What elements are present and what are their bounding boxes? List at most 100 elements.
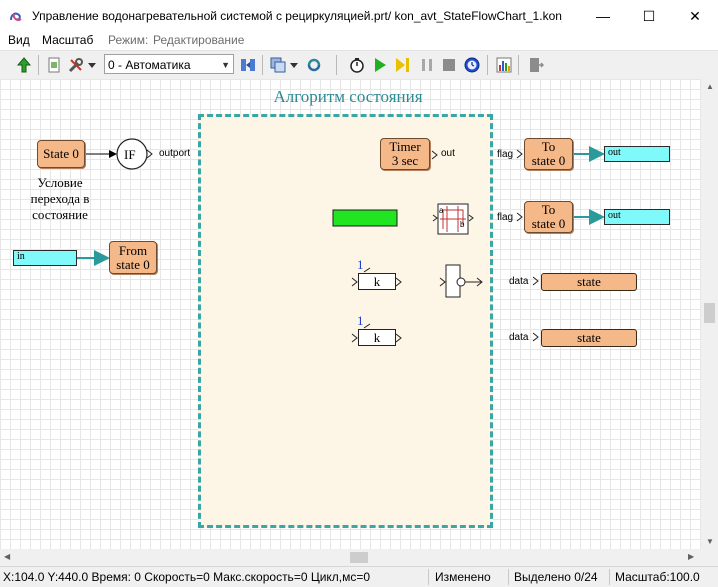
mode-label: Режим: <box>108 33 149 47</box>
maximize-button[interactable]: ☐ <box>642 7 656 24</box>
tools-icon[interactable] <box>66 55 86 75</box>
title-bar: Управление водонагревательной системой с… <box>0 0 718 32</box>
stop-icon[interactable] <box>439 55 459 75</box>
state-display-2[interactable]: state <box>541 329 637 347</box>
timer-port-icon <box>431 150 438 160</box>
chart-block-label-b: b <box>460 220 465 229</box>
to-state-block-2[interactable]: To state 0 <box>524 201 573 233</box>
layout-icon[interactable] <box>238 55 258 75</box>
copy-icon[interactable] <box>268 55 288 75</box>
flag-port-icon <box>516 212 523 222</box>
toolbar: 0 - Автоматика ▼ <box>0 50 718 80</box>
from-state-block[interactable]: From state 0 <box>109 241 157 274</box>
chart-icon[interactable] <box>494 55 514 75</box>
horizontal-scrollbar[interactable]: ◀ ▶ <box>0 549 701 566</box>
if-label: IF <box>124 147 136 162</box>
state0-block[interactable]: State 0 <box>37 140 85 168</box>
window-title: Управление водонагревательной системой с… <box>32 9 562 23</box>
k-block-2[interactable]: k <box>358 329 396 346</box>
chart-block-icon[interactable] <box>432 203 474 235</box>
k-tick-icon <box>363 267 371 273</box>
switch-block-icon[interactable] <box>439 264 483 298</box>
connector-layer <box>77 138 605 343</box>
close-button[interactable]: ✕ <box>689 7 701 24</box>
if-port-label: outport <box>159 148 191 159</box>
step-icon[interactable] <box>393 55 413 75</box>
from-state-line-1: From <box>118 242 148 258</box>
k-port-icon <box>395 277 402 287</box>
sync-icon[interactable] <box>304 55 324 75</box>
condition-caption: Условие перехода в состояние <box>20 175 100 223</box>
data-port-icon <box>532 276 539 286</box>
status-scale: Масштаб:100.0 <box>615 570 700 584</box>
copy-dropdown-icon[interactable] <box>288 55 300 75</box>
toolbar-separator <box>262 55 263 75</box>
menu-scale[interactable]: Масштаб <box>42 33 94 47</box>
pause-icon[interactable] <box>417 55 437 75</box>
scroll-down-icon[interactable]: ▼ <box>706 537 714 546</box>
mode-select[interactable]: 0 - Автоматика ▼ <box>104 54 234 74</box>
if-block[interactable] <box>116 138 148 170</box>
status-selected: Выделено 0/24 <box>514 570 598 584</box>
to-state-1-line-2: state 0 <box>531 153 566 168</box>
green-indicator[interactable] <box>332 209 398 227</box>
to-state-block-1[interactable]: To state 0 <box>524 138 573 170</box>
mode-value: Редактирование <box>153 33 245 47</box>
caption-line-3: состояние <box>32 207 88 222</box>
up-arrow-icon[interactable] <box>14 55 34 75</box>
k-port-icon <box>395 333 402 343</box>
scroll-corner <box>701 549 718 566</box>
flag-port-icon <box>516 149 523 159</box>
stopwatch-icon[interactable] <box>347 55 367 75</box>
menu-view[interactable]: Вид <box>8 33 30 47</box>
k-block-1[interactable]: k <box>358 273 396 290</box>
diagram-canvas[interactable]: Алгоритм состояния <box>0 79 701 549</box>
clock-icon[interactable] <box>462 55 482 75</box>
status-divider <box>428 569 429 585</box>
region-title: Алгоритм состояния <box>273 87 423 106</box>
scroll-left-icon[interactable]: ◀ <box>4 552 11 561</box>
mode-select-value: 0 - Автоматика <box>108 58 191 72</box>
k-tick-icon <box>363 323 371 329</box>
to-state-2-line-1: To <box>541 202 556 217</box>
state-display-1[interactable]: state <box>541 273 637 291</box>
chart-block-label-a: a <box>439 206 444 215</box>
k-index-1: 1 <box>357 257 364 272</box>
menu-bar: Вид Масштаб Режим: Редактирование <box>0 32 718 50</box>
export-icon[interactable] <box>526 55 546 75</box>
status-divider <box>508 569 509 585</box>
scroll-right-icon[interactable]: ▶ <box>688 552 695 561</box>
play-icon[interactable] <box>370 55 390 75</box>
horizontal-scroll-thumb[interactable] <box>350 552 368 563</box>
vertical-scroll-thumb[interactable] <box>704 303 715 323</box>
flag-label-1: flag <box>497 149 514 160</box>
toolbar-separator <box>487 55 488 75</box>
scroll-up-icon[interactable]: ▲ <box>706 82 714 91</box>
flag-label-2: flag <box>497 212 514 223</box>
app-logo-icon <box>10 12 22 22</box>
state-region[interactable] <box>198 114 493 528</box>
minimize-button[interactable]: — <box>596 8 610 24</box>
timer-block[interactable]: Timer 3 sec <box>380 138 430 170</box>
k-port-icon <box>351 333 358 343</box>
in-signal[interactable]: in <box>13 250 77 266</box>
to-state-1-line-1: To <box>541 139 556 154</box>
out-signal-1[interactable]: out <box>604 146 670 162</box>
if-port-icon <box>146 149 153 159</box>
timer-line-2: 3 sec <box>391 153 419 168</box>
chevron-down-icon: ▼ <box>221 60 230 70</box>
caption-line-2: перехода в <box>30 191 90 206</box>
k-port-icon <box>351 277 358 287</box>
caption-line-1: Условие <box>37 175 83 190</box>
from-state-line-2: state 0 <box>116 256 150 272</box>
to-state-2-line-2: state 0 <box>531 216 566 231</box>
status-changed: Изменено <box>435 570 491 584</box>
timer-port-label: out <box>441 148 455 159</box>
out-signal-2[interactable]: out <box>604 209 670 225</box>
tools-dropdown-icon[interactable] <box>86 55 98 75</box>
vertical-scrollbar[interactable]: ▲ ▼ <box>701 79 718 549</box>
document-icon[interactable] <box>44 55 64 75</box>
status-bar: X:104.0 Y:440.0 Время: 0 Скорость=0 Макс… <box>0 566 718 587</box>
toolbar-separator <box>38 55 39 75</box>
timer-line-1: Timer <box>389 139 421 154</box>
